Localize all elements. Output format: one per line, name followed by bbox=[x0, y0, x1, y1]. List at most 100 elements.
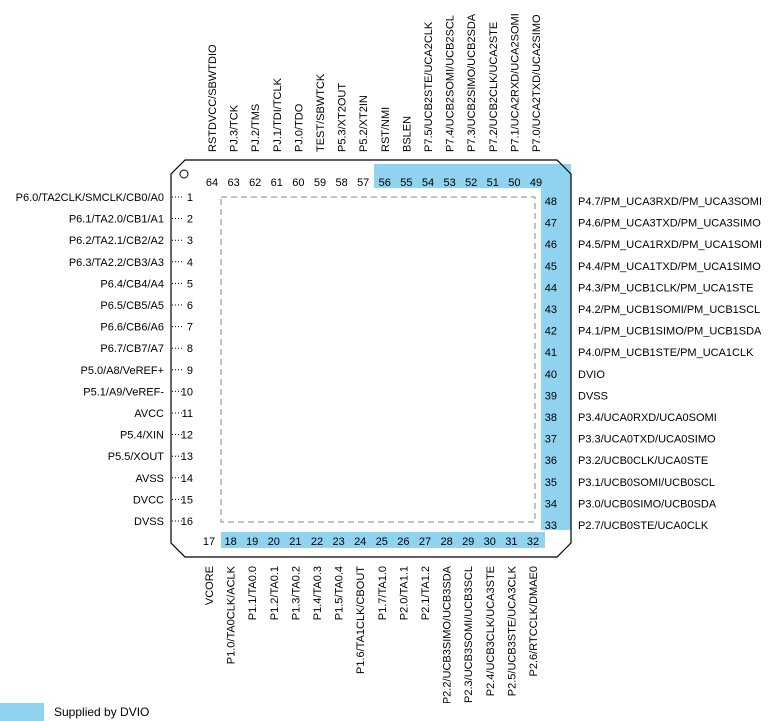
pin-label: P6.6/CB6/A6 bbox=[100, 322, 164, 334]
pin-number: 8 bbox=[187, 343, 193, 355]
pin-label: P6.0/TA2CLK/SMCLK/CB0/A0 bbox=[16, 192, 164, 204]
dvio-highlight bbox=[221, 532, 545, 548]
pin-number: 16 bbox=[181, 516, 193, 528]
pin-number: 57 bbox=[357, 177, 369, 189]
pin-label: P1.3/TA0.2 bbox=[290, 566, 302, 620]
pin-label: P1.4/TA0.3 bbox=[312, 566, 324, 620]
pin-number: 18 bbox=[224, 536, 236, 548]
pin-label: P5.3/XT2OUT bbox=[337, 83, 349, 152]
pin-number: 61 bbox=[271, 177, 283, 189]
pin-label: P4.2/PM_UCB1SOMI/PM_UCB1SCL bbox=[578, 304, 760, 316]
pin-number: 22 bbox=[311, 536, 323, 548]
pin-label: PJ.1/TDI/TCLK bbox=[272, 77, 284, 152]
pin-number: 39 bbox=[545, 390, 557, 402]
pinout-diagram: 1P6.0/TA2CLK/SMCLK/CB0/A02P6.1/TA2.0/CB1… bbox=[16, 13, 762, 703]
pin-number: 62 bbox=[249, 177, 261, 189]
pin-label: P2.7/UCB0STE/UCA0CLK bbox=[578, 520, 709, 532]
pin-number: 37 bbox=[545, 434, 557, 446]
pin-number: 21 bbox=[289, 536, 301, 548]
pin-label: P1.1/TA0.0 bbox=[247, 566, 259, 620]
pin-label: P5.4/XIN bbox=[120, 430, 164, 442]
pin-number: 59 bbox=[314, 177, 326, 189]
legend-label: Supplied by DVIO bbox=[54, 705, 150, 719]
pin-number: 4 bbox=[187, 257, 193, 269]
pin-label: P4.6/PM_UCA3TXD/PM_UCA3SIMO bbox=[578, 218, 761, 230]
pin-label: P2.3/UCB3SOMI/UCB3SCL bbox=[463, 566, 475, 703]
pin-label: P5.2/XT2IN bbox=[358, 95, 370, 152]
pin-number: 47 bbox=[545, 218, 557, 230]
pin-label: P1.0/TA0CLK/ACLK bbox=[226, 565, 238, 664]
pin-label: VCORE bbox=[204, 566, 216, 605]
pin-label: P2.1/TA1.2 bbox=[420, 566, 432, 620]
pin-label: P1.5/TA0.4 bbox=[334, 566, 346, 620]
pin-label: P7.1/UCA2RXD/UCA2SOMI bbox=[509, 13, 521, 152]
pin-number: 34 bbox=[545, 498, 557, 510]
pin-label: P4.0/PM_UCB1STE/PM_UCA1CLK bbox=[578, 347, 754, 359]
pin-number: 11 bbox=[182, 408, 193, 420]
pin-number: 1 bbox=[187, 192, 193, 204]
pin-label: RST/NMI bbox=[380, 107, 392, 152]
pin-number: 58 bbox=[335, 177, 347, 189]
pin-number: 33 bbox=[545, 520, 557, 532]
pin-label: P6.1/TA2.0/CB1/A1 bbox=[69, 214, 164, 226]
pin-label: DVIO bbox=[578, 369, 605, 381]
pin-number: 6 bbox=[187, 300, 193, 312]
pin-label: P3.1/UCB0SOMI/UCB0SCL bbox=[578, 477, 715, 489]
pin-label: PJ.3/TCK bbox=[229, 104, 241, 152]
pin-label: P7.3/UCB2SIMO/UCB2SDA bbox=[466, 13, 478, 152]
dvio-highlight bbox=[374, 164, 546, 188]
pin-number: 13 bbox=[181, 451, 193, 463]
pin-label: P2.4/UCB3CLK/UCA3STE bbox=[485, 566, 497, 696]
pin-label: DVCC bbox=[133, 494, 164, 506]
pin-label: P6.4/CB4/A4 bbox=[100, 278, 164, 290]
pin-label: P4.4/PM_UCA1TXD/PM_UCA1SIMO bbox=[578, 261, 761, 273]
pin-number: 12 bbox=[181, 430, 193, 442]
pin-number: 32 bbox=[527, 536, 539, 548]
pin-number: 30 bbox=[484, 536, 496, 548]
pin-number: 15 bbox=[181, 494, 193, 506]
pin-number: 29 bbox=[462, 536, 474, 548]
pin-number: 43 bbox=[545, 304, 557, 316]
pin-number: 41 bbox=[545, 347, 557, 359]
pin-number: 7 bbox=[187, 322, 193, 334]
pin-number: 56 bbox=[379, 177, 391, 189]
pin-label: P4.1/PM_UCB1SIMO/PM_UCB1SDA bbox=[578, 326, 762, 338]
pin-number: 20 bbox=[268, 536, 280, 548]
pin-label: P5.0/A8/VeREF+ bbox=[81, 365, 164, 377]
pin-number: 17 bbox=[203, 536, 215, 548]
pin-number: 55 bbox=[400, 177, 412, 189]
pin-label: AVSS bbox=[135, 473, 164, 485]
pin-number: 44 bbox=[545, 282, 557, 294]
pin1-marker-icon bbox=[179, 169, 189, 179]
pin-label: P2.0/TA1.1 bbox=[398, 566, 410, 620]
pin-number: 3 bbox=[187, 235, 193, 247]
pin-number: 26 bbox=[397, 536, 409, 548]
pin-number: 38 bbox=[545, 412, 557, 424]
pin-label: P5.1/A9/VeREF- bbox=[83, 386, 164, 398]
pin-label: P3.2/UCB0CLK/UCA0STE bbox=[578, 455, 708, 467]
pin-number: 54 bbox=[422, 177, 434, 189]
die-outline bbox=[220, 196, 536, 523]
pin-number: 40 bbox=[545, 369, 557, 381]
pin-number: 48 bbox=[545, 196, 557, 208]
dvio-highlight bbox=[541, 164, 571, 530]
pin-label: BSLEN bbox=[401, 116, 413, 152]
pin-label: P4.5/PM_UCA1RXD/PM_UCA1SOMI bbox=[578, 239, 762, 251]
pin-label: P1.6/TA1CLK/CBOUT bbox=[355, 566, 367, 674]
pin-number: 23 bbox=[332, 536, 344, 548]
pin-label: DVSS bbox=[578, 390, 608, 402]
pin-label: P3.4/UCA0RXD/UCA0SOMI bbox=[578, 412, 717, 424]
pin-number: 28 bbox=[440, 536, 452, 548]
pin-label: DVSS bbox=[134, 516, 164, 528]
pin-number: 64 bbox=[206, 177, 218, 189]
pin-label: PJ.0/TDO bbox=[293, 103, 305, 152]
pin-label: RSTDVCC/SBWTDIO bbox=[207, 44, 219, 152]
pin-number: 49 bbox=[530, 177, 542, 189]
pin-number: 42 bbox=[545, 326, 557, 338]
pin-number: 46 bbox=[545, 239, 557, 251]
pin-label: P6.5/CB5/A5 bbox=[100, 300, 164, 312]
pin-label: P3.0/UCB0SIMO/UCB0SDA bbox=[578, 498, 717, 510]
pin-label: P2.2/UCB3SIMO/UCB3SDA bbox=[442, 565, 454, 703]
pin-label: P2.6/RTCCLK/DMAE0 bbox=[528, 566, 540, 676]
pins-layer: 1P6.0/TA2CLK/SMCLK/CB0/A02P6.1/TA2.0/CB1… bbox=[16, 13, 762, 703]
